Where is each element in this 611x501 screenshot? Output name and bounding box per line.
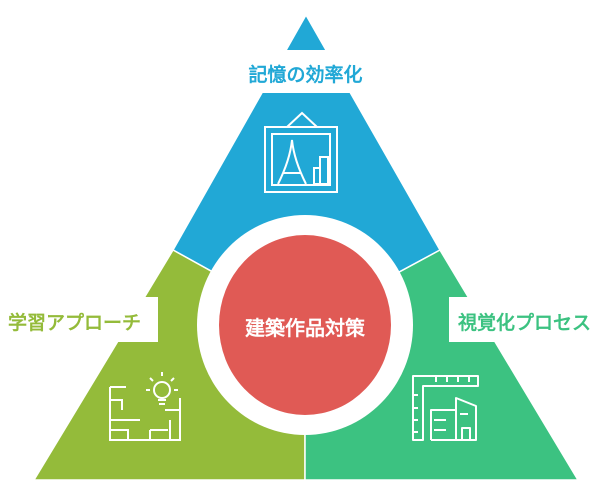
- framed-picture-icon: [264, 111, 338, 193]
- ruler-building-icon: [412, 375, 479, 441]
- center-circle: [219, 235, 391, 415]
- segment-label-learning: 学習アプローチ: [8, 312, 142, 334]
- floorplan-lightbulb-icon: [109, 372, 181, 441]
- right-label-band: [449, 297, 611, 342]
- segment-label-visualization: 視覚化プロセス: [458, 312, 592, 334]
- center-label: 建築作品対策: [245, 316, 365, 340]
- segment-label-memory: 記憶の効率化: [248, 64, 363, 86]
- left-label-band: [0, 297, 158, 342]
- top-label-band: [0, 50, 611, 93]
